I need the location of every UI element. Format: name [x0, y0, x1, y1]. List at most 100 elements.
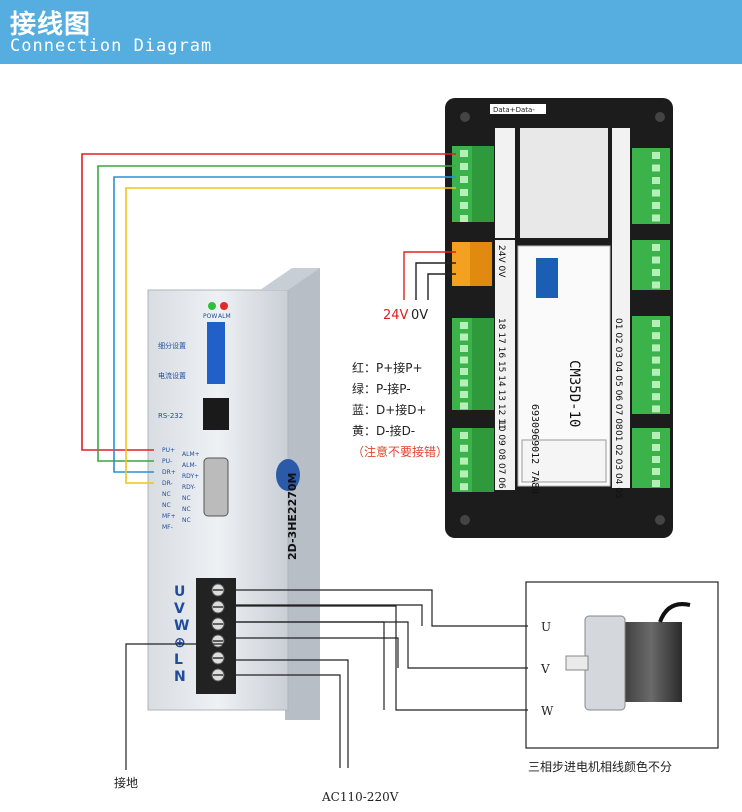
legend-line-1: 红：P+接P+ — [352, 361, 423, 375]
pow-led-icon — [208, 302, 216, 310]
terminal-pin-icon — [652, 256, 660, 264]
terminal-pin-icon — [460, 202, 468, 209]
driver-signal-mid-4: NC — [182, 495, 191, 502]
terminal-pin-icon — [652, 381, 660, 388]
controller-terminal-right2 — [632, 240, 670, 290]
driver-signal-left-7: MF- — [162, 524, 173, 531]
rs232-port-icon — [203, 398, 229, 430]
motor-caption: 三相步进电机相线颜色不分 — [528, 760, 673, 774]
terminal-pin-icon — [460, 402, 468, 410]
terminal-pin-icon — [652, 480, 660, 487]
controller-pin-numbers: 18 17 16 15 14 13 12 11 — [496, 318, 506, 430]
controller-terminal-right4 — [632, 428, 670, 488]
wire-red — [81, 153, 456, 451]
power-0v-label: 0V — [411, 308, 429, 323]
motor-panel — [525, 581, 719, 749]
terminal-pin-icon — [652, 281, 660, 289]
terminal-pin-icon — [652, 468, 660, 475]
driver-signal-left-3: DR- — [162, 480, 173, 487]
terminal-pin-icon — [652, 356, 660, 364]
wire-blue — [113, 176, 456, 473]
controller-right-pins-2: 01 02 03 04 05 — [613, 430, 623, 499]
controller-model: CM35D-10 — [566, 360, 582, 427]
terminal-pin-icon — [460, 150, 468, 157]
terminal-pin-icon — [652, 269, 660, 276]
terminal-pin-icon — [460, 333, 468, 341]
terminal-pin-icon — [652, 320, 660, 327]
terminal-pin-icon — [652, 368, 660, 376]
terminal-pin-icon — [460, 176, 468, 183]
dip-label-2: 电流设置 — [158, 371, 186, 380]
controller-right-pins: 01 02 03 04 05 06 07 08 — [613, 318, 623, 430]
driver-model: 2D-3HE2270M — [286, 473, 299, 561]
motor-wires — [125, 589, 528, 770]
driver-unit: POW ALM 细分设置 电流设置 RS-232 2D-3HE2270M PU+… — [147, 268, 320, 720]
dip-switch-icon — [207, 322, 225, 384]
terminal-pin-icon — [460, 215, 468, 222]
terminal-pin-icon — [652, 344, 660, 352]
alm-label: ALM — [218, 313, 231, 320]
driver-signal-mid-0: ALM+ — [182, 451, 200, 458]
driver-signal-left-4: NC — [162, 491, 171, 498]
terminal-pin-icon — [460, 470, 468, 478]
legend-line-4: 黄：D-接D- — [352, 424, 416, 438]
terminal-pin-icon — [652, 244, 660, 251]
ac-label: AC110-220V — [322, 790, 399, 804]
controller-power-pins: 24V 0V — [496, 245, 506, 278]
terminal-label-2: W — [174, 618, 189, 634]
controller-terminal-power — [452, 242, 492, 286]
driver-signal-mid-1: ALM- — [182, 462, 197, 469]
driver-signal-mid-6: NC — [182, 517, 191, 524]
controller-top-tag: Data+Data- — [493, 106, 535, 114]
terminal-pin-icon — [460, 356, 468, 364]
driver-signal-left-1: PU- — [162, 458, 172, 465]
header-title-zh: 接线图 — [10, 10, 92, 40]
terminal-pin-icon — [460, 444, 468, 452]
terminal-pin-icon — [460, 163, 468, 170]
terminal-pin-icon — [460, 379, 468, 387]
power-wires — [403, 251, 456, 300]
terminal-pin-icon — [652, 202, 660, 209]
terminal-label-4: L — [174, 652, 183, 668]
ground-label: 接地 — [114, 776, 139, 790]
driver-signal-mid-2: RDY+ — [182, 473, 199, 480]
power-24v-label: 24V — [383, 308, 409, 323]
motor-body-icon — [620, 622, 682, 702]
controller-terminal-xy — [452, 146, 494, 222]
legend-line-3: 蓝：D+接D+ — [352, 403, 427, 417]
terminal-label-1: V — [174, 601, 185, 617]
pow-label: POW — [203, 313, 217, 320]
dip-label-1: 细分设置 — [158, 341, 186, 350]
motor-phase-v: V — [541, 662, 550, 676]
driver-signal-left-2: DR+ — [162, 469, 176, 476]
driver-signal-left-0: PU+ — [162, 447, 175, 454]
terminal-pin-icon — [652, 456, 660, 463]
terminal-pin-icon — [652, 432, 660, 439]
motor-phase-u: U — [541, 620, 552, 634]
controller-terminal-right1 — [632, 148, 670, 224]
header-banner: 接线图 Connection Diagram — [0, 0, 742, 64]
legend-line-2: 绿：P-接P- — [352, 382, 411, 396]
terminal-pin-icon — [460, 368, 468, 375]
terminal-label-5: N — [174, 669, 186, 685]
driver-signal-mid-5: NC — [182, 506, 191, 513]
rs232-label: RS-232 — [158, 412, 183, 420]
legend-warning: （注意不要接错） — [352, 445, 449, 459]
controller-terminal-right3 — [632, 316, 670, 414]
terminal-pin-icon — [460, 189, 468, 196]
wire-yellow — [125, 187, 456, 484]
ground-wire — [125, 643, 232, 770]
controller-pin-numbers-2: 10 09 08 07 06 — [496, 420, 506, 489]
terminal-pin-icon — [652, 152, 660, 159]
terminal-pin-icon — [652, 164, 660, 172]
terminal-pin-icon — [652, 177, 660, 184]
driver-signal-left-5: NC — [162, 502, 171, 509]
terminal-pin-icon — [460, 345, 468, 352]
driver-logo-icon — [276, 459, 300, 491]
terminal-pin-icon — [460, 432, 468, 439]
driver-signal-left-6: MF+ — [162, 513, 176, 520]
wire-legend: 红：P+接P+ 绿：P-接P- 蓝：D+接D+ 黄：D-接D- （注意不要接错） — [352, 358, 448, 463]
terminal-pin-icon — [652, 332, 660, 340]
terminal-pin-icon — [652, 189, 660, 197]
terminal-pin-icon — [652, 405, 660, 413]
